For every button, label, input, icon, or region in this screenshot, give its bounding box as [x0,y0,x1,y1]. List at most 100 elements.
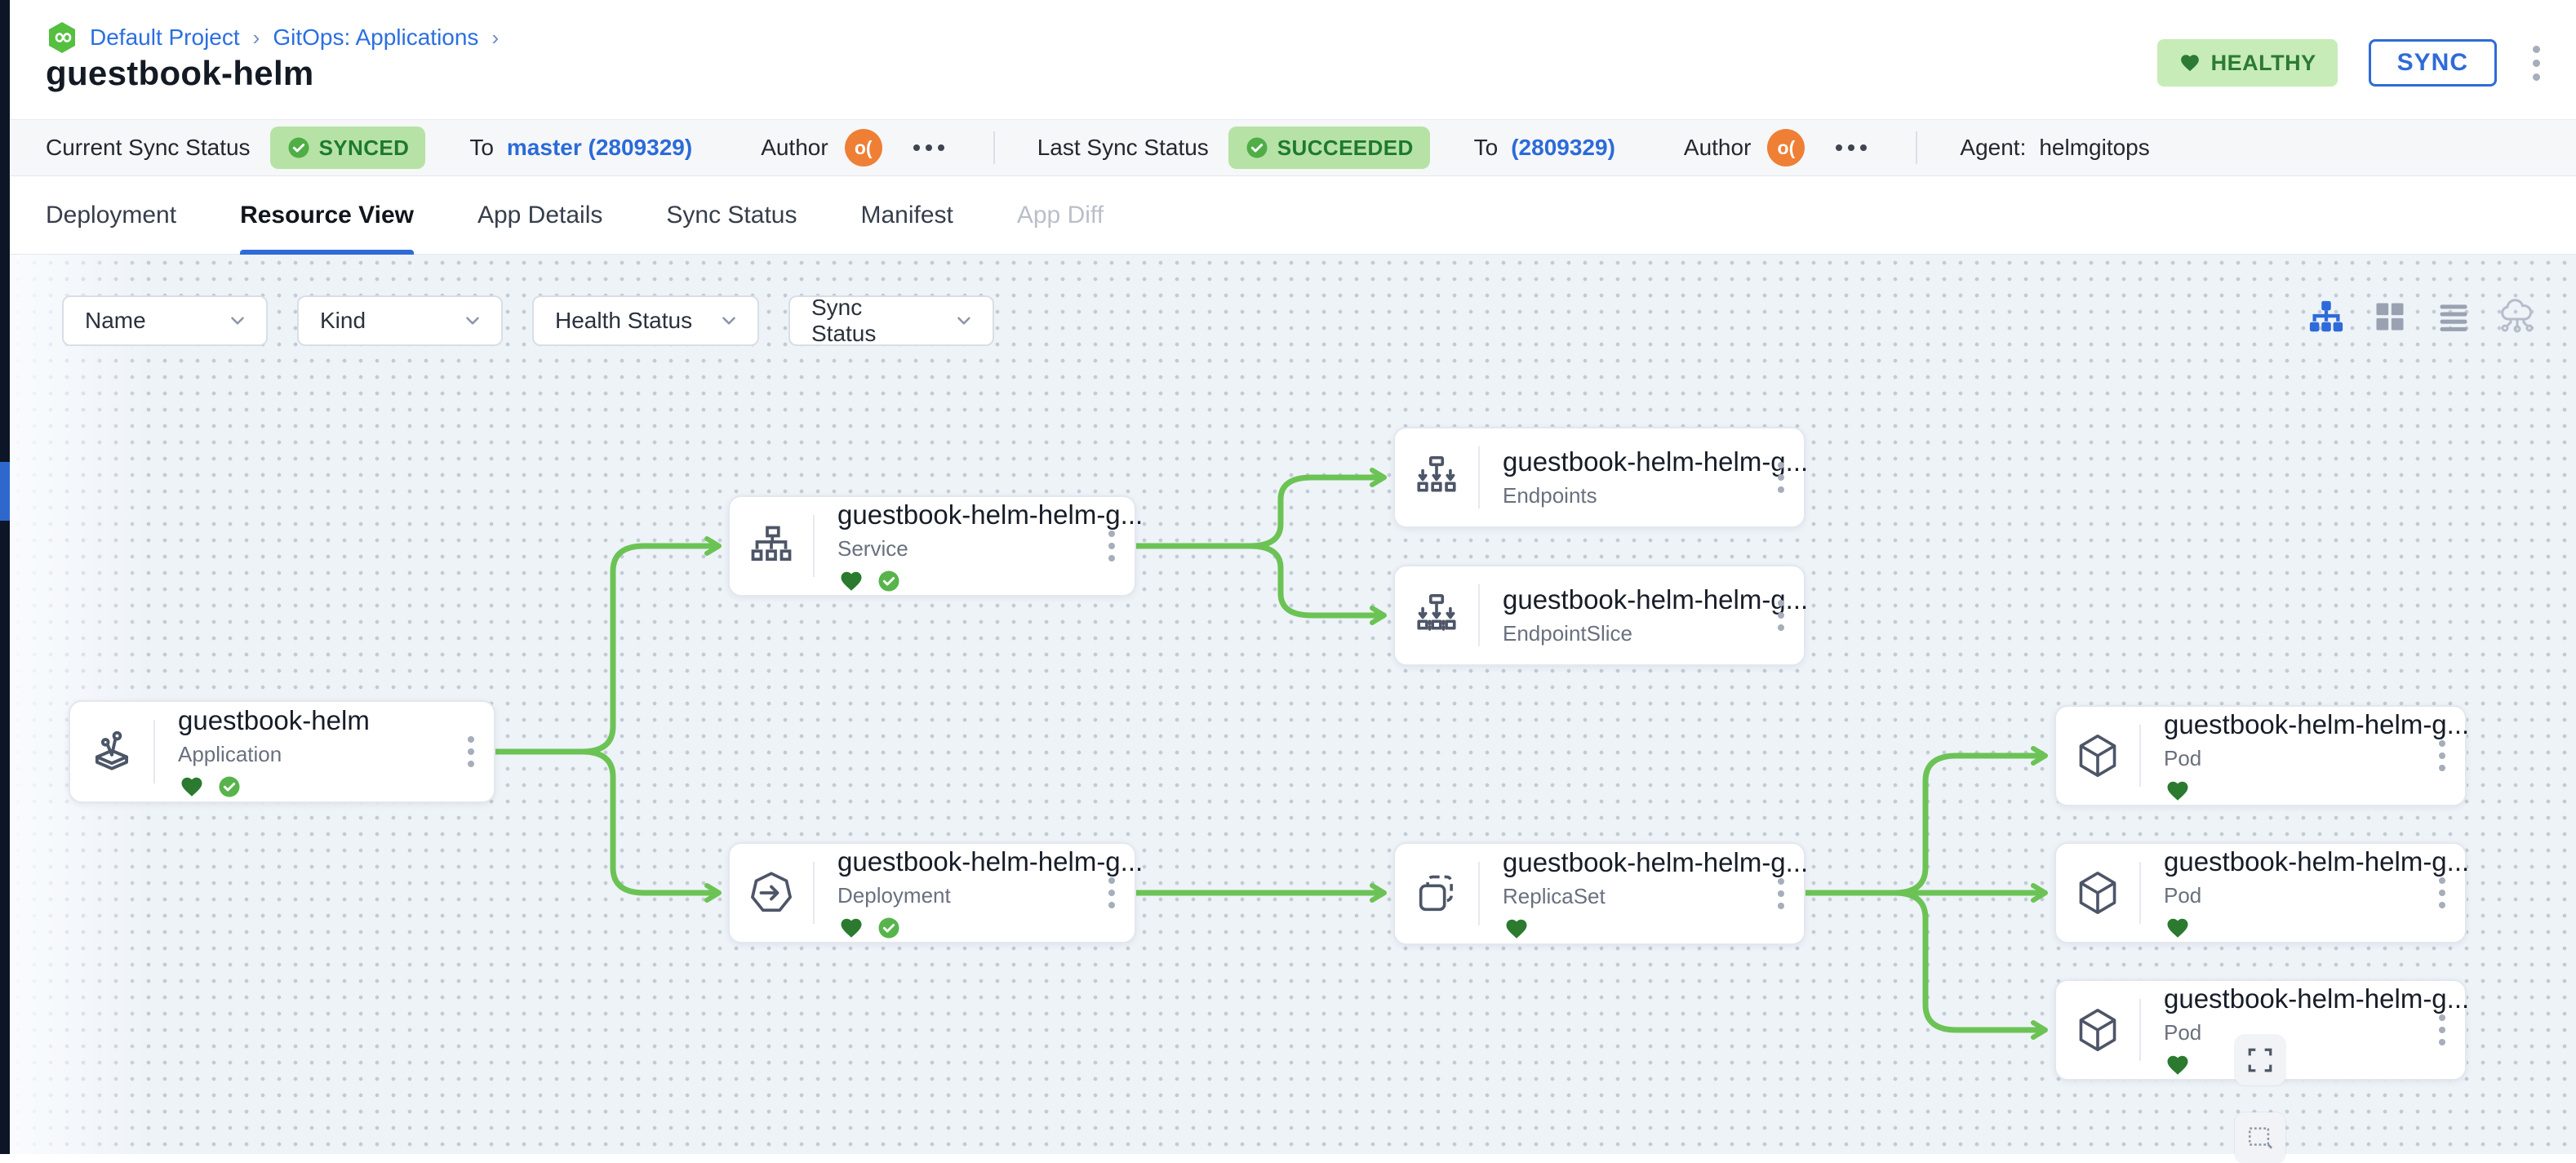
breadcrumb-separator: › [490,25,500,51]
edge-service-endpointslice [1250,546,1382,615]
node-application[interactable]: guestbook-helm Application [69,700,495,803]
node-status-row [837,916,1135,940]
author-avatar: o( [845,129,882,166]
breadcrumb-project-link[interactable]: Default Project [90,24,240,51]
node-status-row [2164,1053,2465,1077]
node-title: guestbook-helm-helm-g... [2164,709,2465,740]
page-title: guestbook-helm [46,54,314,93]
breadcrumb-applications-link[interactable]: GitOps: Applications [273,24,478,51]
author-avatar: o( [1767,129,1805,166]
node-pod-2[interactable]: guestbook-helm-helm-g... Pod [2054,842,2467,943]
commit-more-icon[interactable] [1829,138,1873,158]
node-title: guestbook-helm-helm-g... [2164,846,2465,877]
last-revision-link[interactable]: (2809329) [1511,135,1615,161]
check-circle-icon [1245,135,1269,160]
pod-icon [2056,707,2139,805]
codefresh-logo-icon[interactable] [46,21,78,54]
healthy-heart-icon [2164,779,2192,803]
synced-check-icon [217,775,242,799]
synced-badge: SYNCED [270,127,426,169]
node-title: guestbook-helm-helm-g... [2164,983,2465,1014]
edge-app-service [582,546,717,752]
tab-sync-status[interactable]: Sync Status [666,176,797,255]
sync-status-bar: Current Sync Status SYNCED To master (28… [10,119,2576,176]
service-icon [730,497,813,595]
healthy-heart-icon [1503,917,1530,941]
node-kebab-icon[interactable] [1773,457,1789,498]
marquee-select-button[interactable] [2235,1112,2285,1163]
node-kebab-icon[interactable] [2434,735,2450,776]
to-label: To [1474,135,1499,161]
node-status-row [178,775,370,799]
edge-service-endpoints [1250,477,1382,546]
fullscreen-icon [2246,1046,2274,1074]
check-circle-icon [286,135,311,160]
current-sync-status-label: Current Sync Status [46,135,251,161]
node-title: guestbook-helm [178,705,370,736]
node-deployment[interactable]: guestbook-helm-helm-g... Deployment [728,842,1136,943]
top-header: Default Project › GitOps: Applications ›… [10,0,2576,119]
tab-deployment[interactable]: Deployment [46,176,176,255]
node-kind: Pod [2164,1020,2465,1045]
node-kind: EndpointSlice [1503,621,1804,646]
node-kebab-icon[interactable] [1104,526,1120,566]
commit-more-icon[interactable] [907,138,951,158]
node-kebab-icon[interactable] [2434,1010,2450,1050]
node-kind: Pod [2164,883,2465,908]
tab-manifest[interactable]: Manifest [860,176,953,255]
healthy-heart-icon [837,569,865,593]
node-service[interactable]: guestbook-helm-helm-g... Service [728,495,1136,597]
edge-replicaset-pod3 [1894,893,2043,1030]
to-label: To [469,135,494,161]
author-label: Author [761,135,828,161]
node-pod-1[interactable]: guestbook-helm-helm-g... Pod [2054,705,2467,806]
breadcrumb-separator: › [251,25,262,51]
node-status-row [1503,917,1804,941]
last-sync-status-label: Last Sync Status [1037,135,1209,161]
sync-button[interactable]: SYNC [2369,39,2497,87]
fit-view-button[interactable] [2235,1035,2285,1085]
node-kind: Service [837,536,1135,562]
health-label: HEALTHY [2211,51,2316,76]
node-kind: Application [178,742,370,767]
author-label: Author [1684,135,1752,161]
collapsed-sidebar-strip[interactable] [0,0,10,1154]
healthy-heart-icon [2164,1053,2192,1077]
pod-icon [2056,844,2139,942]
node-title: guestbook-helm-helm-g... [1503,847,1804,878]
healthy-heart-icon [178,775,206,799]
resource-graph-canvas[interactable]: Name Kind Health Status Sync Status [10,255,2576,1154]
node-status-row [2164,916,2465,940]
tab-app-diff[interactable]: App Diff [1017,176,1104,255]
node-endpoints[interactable]: guestbook-helm-helm-g... Endpoints [1393,427,1805,528]
header-actions: HEALTHY SYNC [2157,39,2545,87]
replicaset-icon [1395,844,1478,943]
endpoints-icon [1395,428,1478,526]
healthy-heart-icon [2164,916,2192,940]
node-title: guestbook-helm-helm-g... [837,499,1135,530]
node-kind: Deployment [837,883,1135,908]
synced-check-icon [877,569,901,593]
node-kebab-icon[interactable] [463,731,479,772]
deployment-icon [730,844,813,942]
tab-app-details[interactable]: App Details [477,176,602,255]
heart-icon [2178,52,2201,73]
app-menu-kebab-icon[interactable] [2528,41,2545,86]
node-kind: ReplicaSet [1503,884,1804,909]
node-kebab-icon[interactable] [1104,872,1120,913]
node-kebab-icon[interactable] [1773,595,1789,636]
tab-resource-view[interactable]: Resource View [240,176,414,255]
breadcrumb: Default Project › GitOps: Applications › [46,21,500,54]
node-replicaset[interactable]: guestbook-helm-helm-g... ReplicaSet [1393,842,1805,945]
succeeded-badge: SUCCEEDED [1228,127,1430,169]
node-status-row [2164,779,2465,803]
node-kebab-icon[interactable] [2434,872,2450,913]
node-kebab-icon[interactable] [1773,873,1789,914]
pod-icon [2056,981,2139,1079]
edge-app-deployment [582,752,717,893]
node-title: guestbook-helm-helm-g... [1503,584,1804,615]
node-endpointslice[interactable]: guestbook-helm-helm-g... EndpointSlice [1393,565,1805,666]
current-revision-link[interactable]: master (2809329) [507,135,692,161]
edge-replicaset-pod1 [1894,756,2043,893]
tab-bar: Deployment Resource View App Details Syn… [10,176,2576,255]
